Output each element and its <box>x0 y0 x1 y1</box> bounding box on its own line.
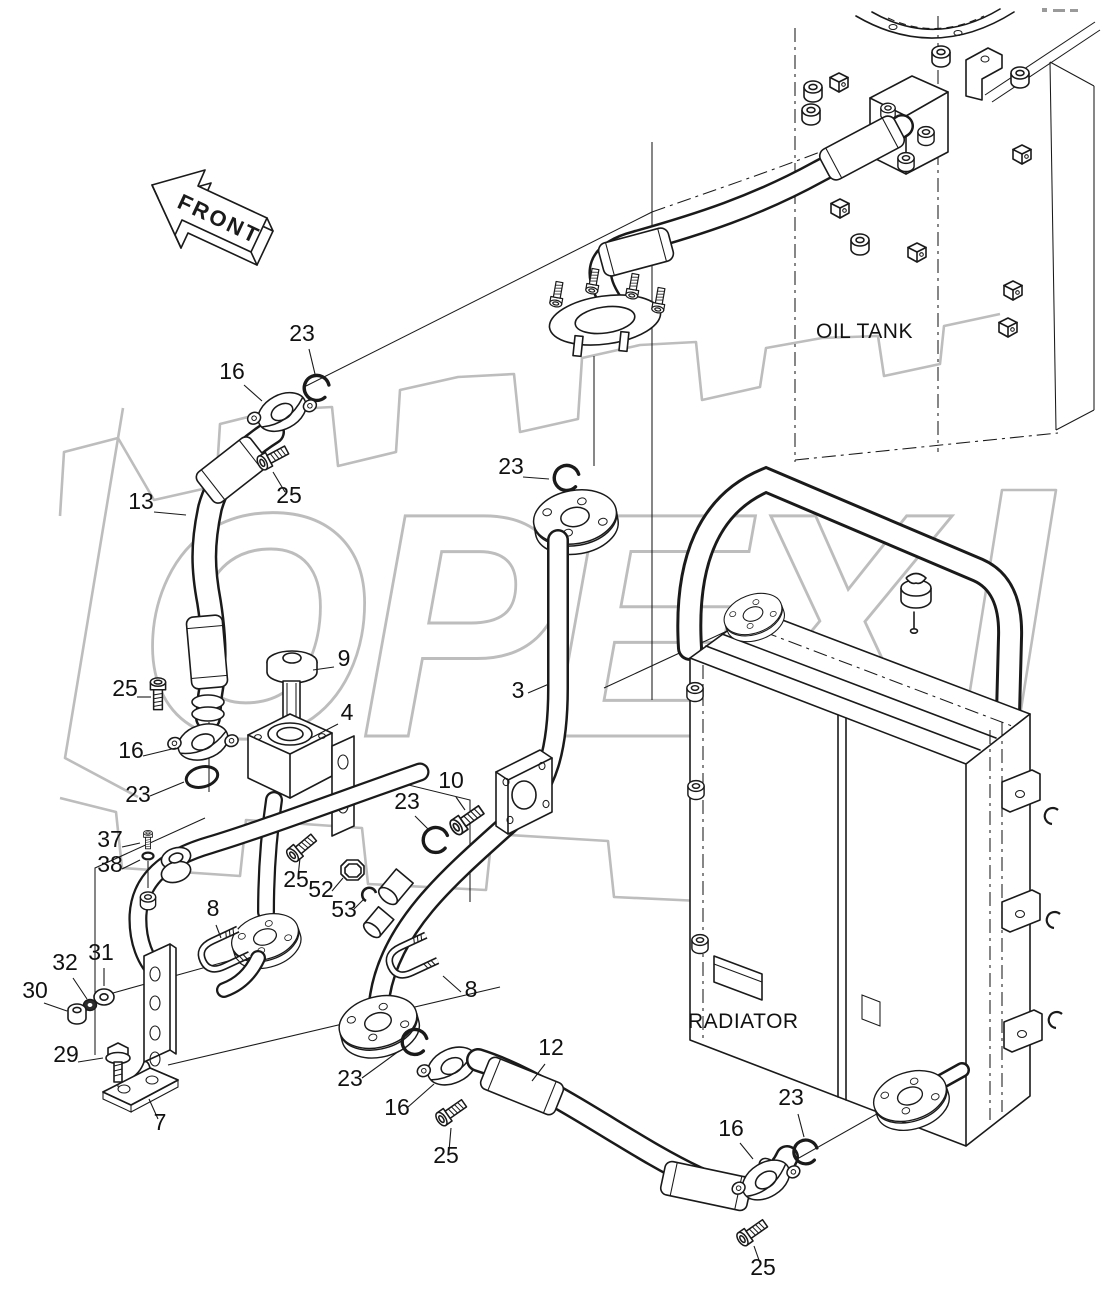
hose-13 <box>149 370 333 792</box>
callout-leader-10 <box>455 796 466 811</box>
radiator: RADIATOR <box>676 465 1063 1147</box>
callout-leader-37 <box>121 842 141 848</box>
callout-23: 23 <box>337 1065 363 1091</box>
callout-leader-32 <box>72 977 88 1000</box>
oil-tank-label: OIL TANK <box>816 320 913 343</box>
callout-leader-23 <box>797 1113 805 1138</box>
bolt-29 <box>105 1042 131 1087</box>
callout-16: 16 <box>384 1094 410 1120</box>
callout-leader-13 <box>153 511 187 516</box>
pipe-3 <box>340 529 569 1019</box>
callout-23: 23 <box>498 453 524 479</box>
callout-16: 16 <box>219 358 245 384</box>
callout-leader-29 <box>77 1057 104 1063</box>
washer-32 <box>82 998 98 1012</box>
callout-7: 7 <box>154 1109 167 1135</box>
callout-31: 31 <box>88 939 114 965</box>
callout-4: 4 <box>341 699 354 725</box>
callout-leader-16 <box>407 1083 435 1108</box>
callout-leader-30 <box>43 1002 68 1012</box>
corner-print-artifact <box>1042 8 1078 12</box>
hose-12-assembly <box>332 986 820 1249</box>
callout-leader-9 <box>312 666 335 671</box>
washer-31 <box>93 988 115 1006</box>
callout-23: 23 <box>394 788 420 814</box>
front-arrow: FRONT <box>151 169 274 266</box>
callout-leader-23 <box>361 1050 400 1079</box>
callout-9: 9 <box>338 645 351 671</box>
callout-37: 37 <box>97 826 123 852</box>
callout-leader-8 <box>215 924 222 939</box>
pipe-run-left <box>128 762 430 985</box>
callout-leader-8 <box>442 975 462 993</box>
callout-leader-23 <box>149 781 185 797</box>
plug-52 <box>340 859 365 881</box>
callout-leader-16 <box>739 1142 754 1160</box>
block-4 <box>216 713 355 998</box>
callout-leader-23 <box>308 348 316 375</box>
nut-30 <box>67 1003 87 1025</box>
callout-38: 38 <box>97 851 123 877</box>
callout-25: 25 <box>276 482 302 508</box>
top-hose <box>528 114 914 562</box>
callout-3: 3 <box>512 677 525 703</box>
callout-leader-16 <box>142 747 177 757</box>
callout-25: 25 <box>750 1254 776 1280</box>
callout-53: 53 <box>331 896 357 922</box>
callout-23: 23 <box>289 320 315 346</box>
callout-8: 8 <box>465 976 478 1002</box>
callout-leader-25 <box>297 857 301 878</box>
bracket-7 <box>67 943 179 1113</box>
washer-38 <box>141 851 155 861</box>
callout-12: 12 <box>538 1034 564 1060</box>
callout-leader-23 <box>414 815 429 830</box>
radiator-label: RADIATOR <box>688 1010 799 1033</box>
callout-leader-3 <box>527 683 550 694</box>
callout-leader-12 <box>531 1063 546 1082</box>
callout-29: 29 <box>53 1041 79 1067</box>
callout-16: 16 <box>118 737 144 763</box>
callout-25: 25 <box>433 1142 459 1168</box>
callout-52: 52 <box>308 876 334 902</box>
callout-25: 25 <box>283 866 309 892</box>
radiator-cap <box>900 572 932 634</box>
callout-leader-53 <box>353 898 365 910</box>
callout-13: 13 <box>128 488 154 514</box>
hose-clamp-assembly <box>548 267 669 358</box>
callout-leader-52 <box>331 877 344 892</box>
callout-8: 8 <box>207 895 220 921</box>
callout-16: 16 <box>718 1115 744 1141</box>
callout-10: 10 <box>438 767 464 793</box>
callout-leader-25 <box>448 1127 452 1152</box>
callout-leader-23 <box>522 476 550 480</box>
callout-32: 32 <box>52 949 78 975</box>
callout-leader-25 <box>272 471 286 493</box>
callout-leader-25 <box>753 1245 761 1264</box>
radiator-side-tabs <box>1001 769 1063 1053</box>
callout-23: 23 <box>125 781 151 807</box>
callout-leader-4 <box>308 723 339 740</box>
callout-23: 23 <box>778 1084 804 1110</box>
callout-25: 25 <box>112 675 138 701</box>
callout-leader-38 <box>121 859 141 870</box>
callout-30: 30 <box>22 977 48 1003</box>
callout-leader-16 <box>243 384 263 402</box>
callout-leader-7 <box>148 1098 159 1120</box>
o-ring-23-b <box>184 765 220 789</box>
